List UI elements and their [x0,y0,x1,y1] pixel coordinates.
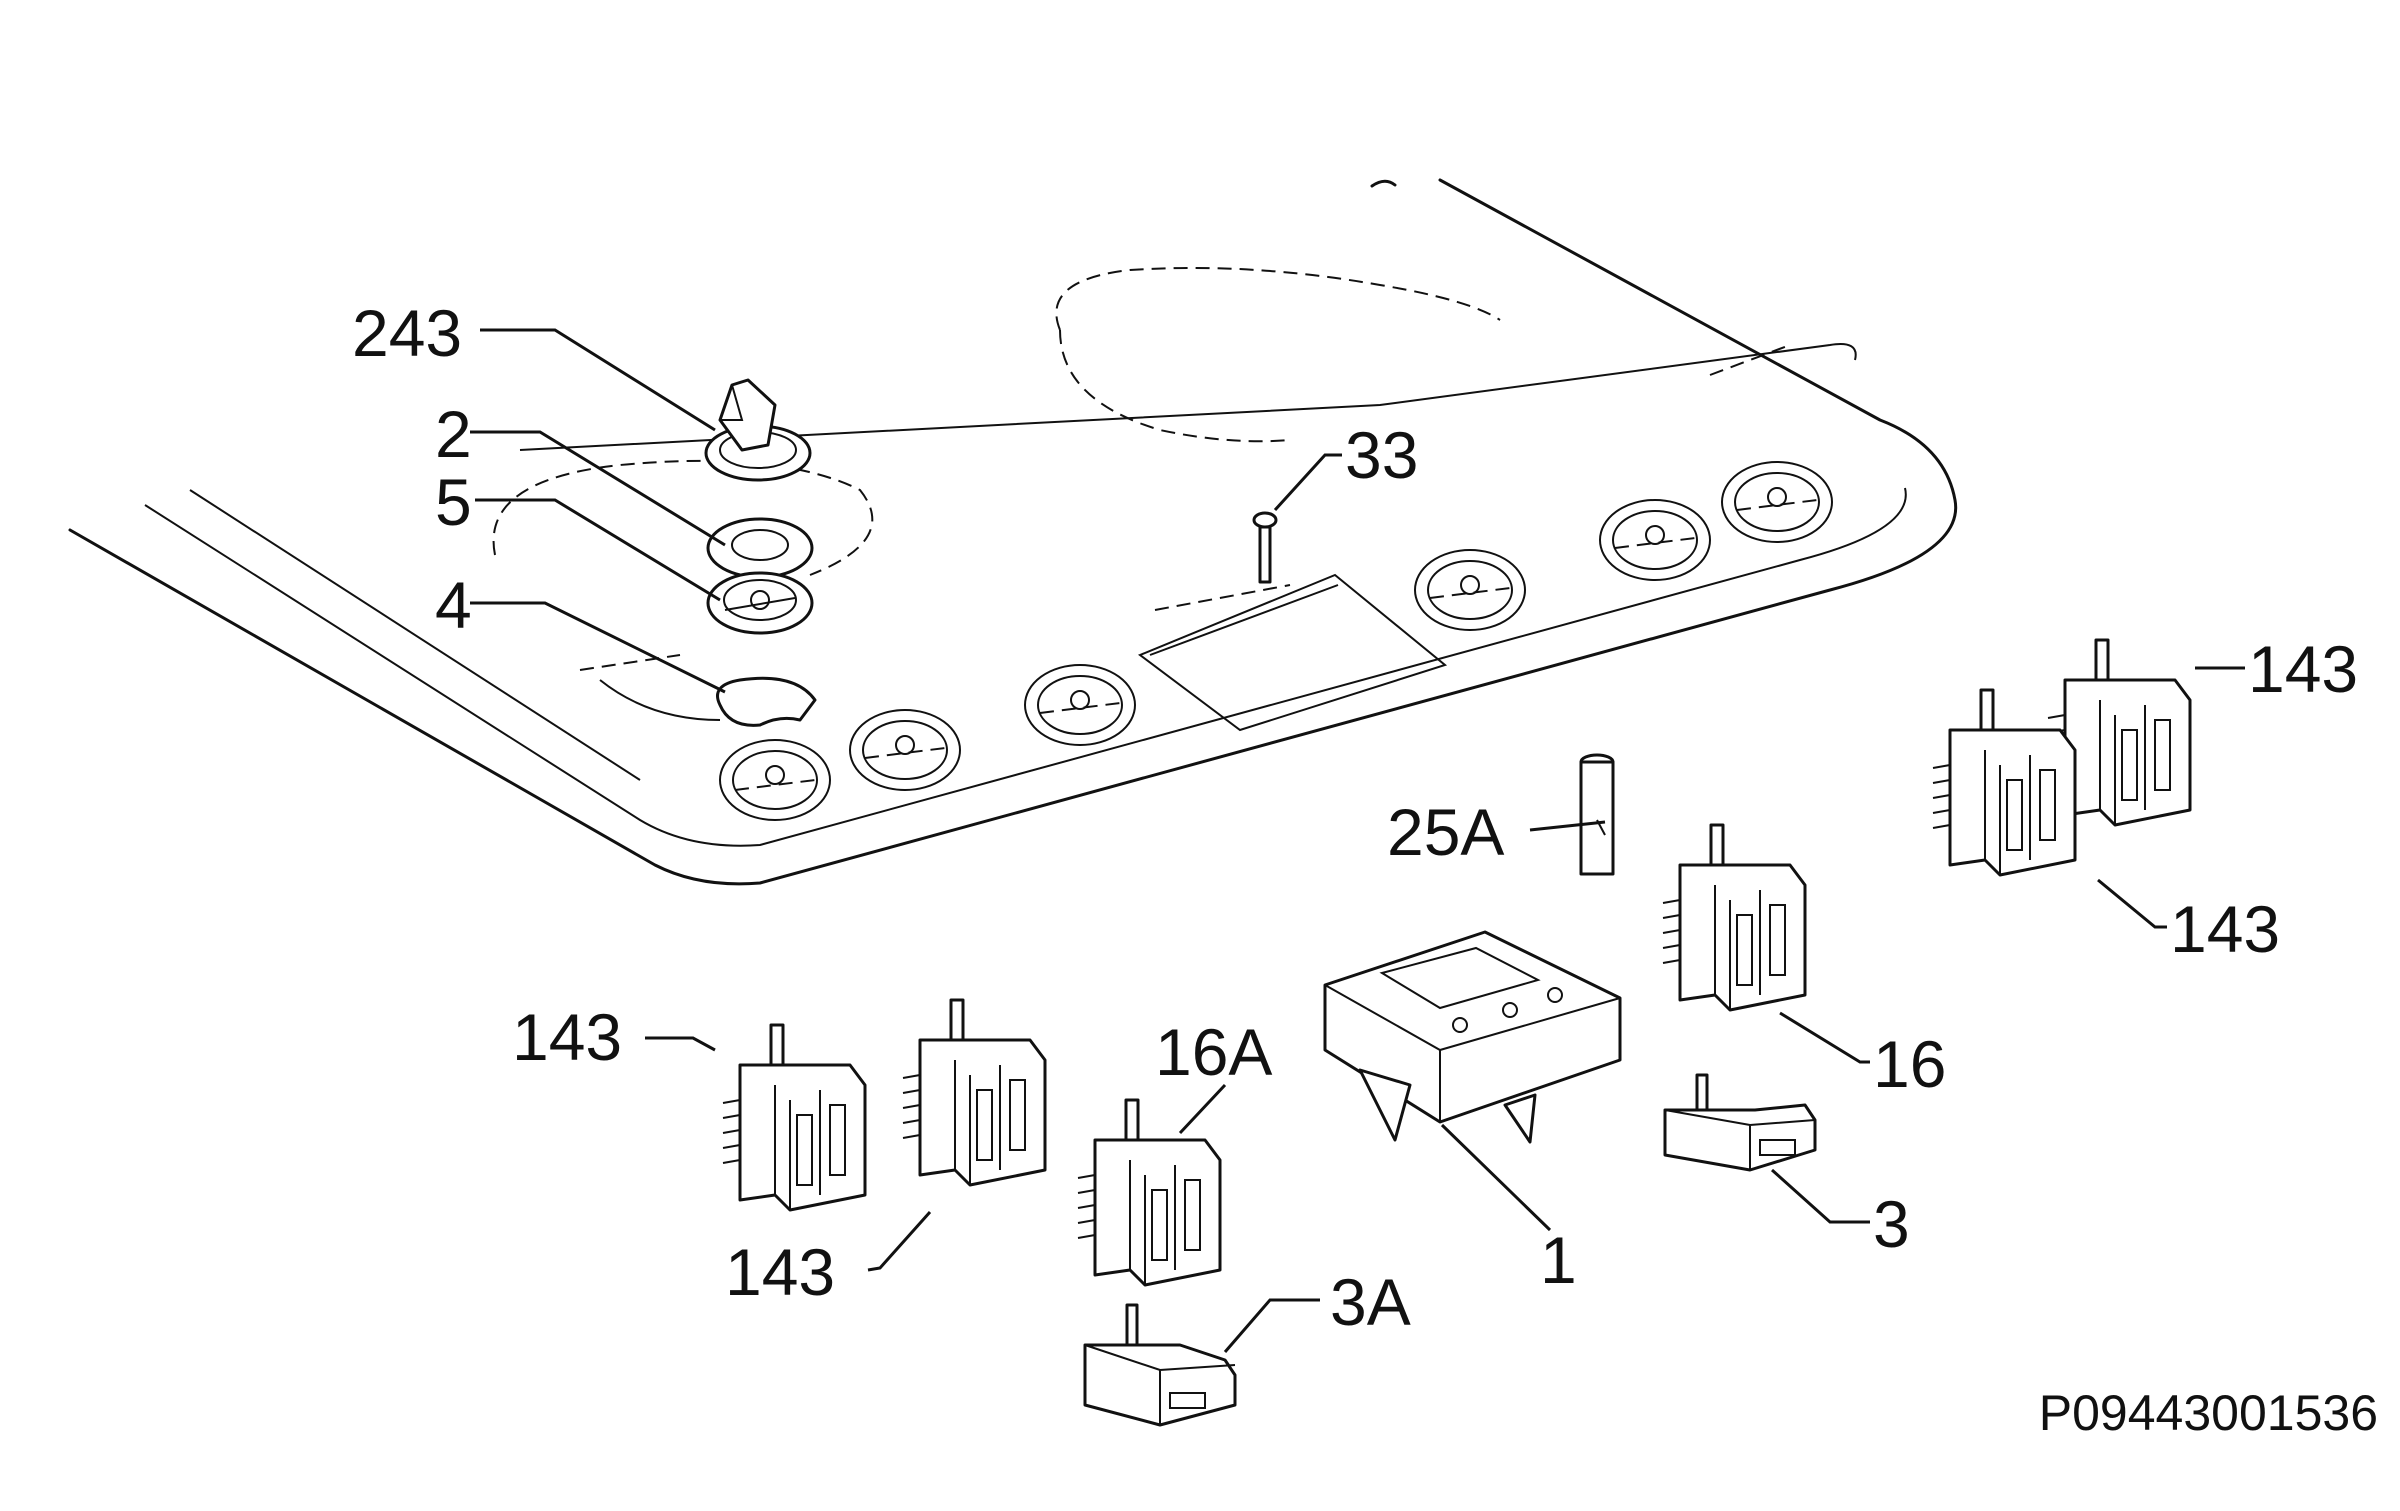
leader-lines [470,328,2245,1353]
knob-socket [1414,549,1526,631]
label-33: 33 [1345,418,1418,492]
knob-243 [704,378,812,482]
label-143-left: 143 [512,1000,622,1074]
label-1: 1 [1540,1223,1577,1297]
label-4: 4 [435,568,472,642]
label-5: 5 [435,465,472,539]
screw-33 [1252,511,1278,584]
label-2: 2 [435,397,472,471]
fuse-25A [1579,753,1615,876]
switch-16 [1662,823,1807,1012]
relay-3A [1083,1303,1237,1427]
label-243: 243 [352,296,462,370]
part-labels: 243 2 5 4 33 25A 143 143 16 3 1 16A 3A 1… [352,296,2358,1339]
label-25A: 25A [1387,795,1504,869]
control-panel [68,178,1958,886]
label-143-top-right: 143 [2248,632,2358,706]
label-143-bottom-left: 143 [725,1235,835,1309]
switch-16A [1077,1098,1222,1287]
disc-5 [706,571,814,635]
knob-socket [1721,461,1833,543]
label-143-right: 143 [2170,892,2280,966]
knob-socket [849,709,961,791]
knob-socket [719,739,831,821]
ring-2 [706,517,814,579]
relay-3 [1663,1073,1817,1172]
label-3A: 3A [1330,1265,1411,1339]
module-1 [1323,930,1622,1144]
label-16A: 16A [1155,1015,1272,1089]
label-16: 16 [1873,1027,1946,1101]
drawing-code: P09443001536 [2039,1385,2378,1441]
label-3: 3 [1873,1187,1910,1261]
knob-socket [1599,499,1711,581]
switch-143-left-back [902,998,1047,1187]
knob-socket [1024,664,1136,746]
knob-sockets [719,461,1833,821]
switch-143-left-front [722,1023,867,1212]
switch-143-right-front [1932,688,2077,877]
switch-143-right-back [2047,638,2192,827]
bezel-4 [716,676,817,727]
